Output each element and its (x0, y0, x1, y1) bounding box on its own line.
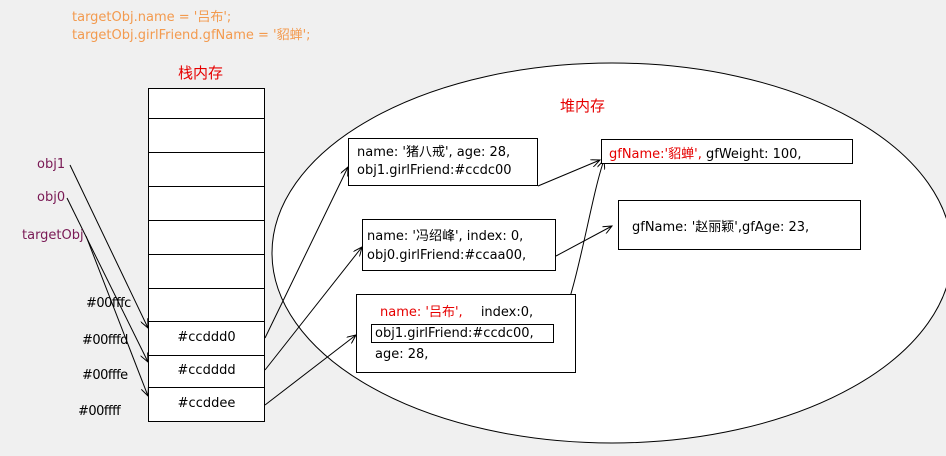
highlighted-gfname: gfName:'貂蝉', (609, 147, 702, 162)
arrow-zhubajie-gf (537, 160, 600, 187)
variable-targetobj: targetObj (22, 228, 84, 243)
arrow-ccddee (264, 335, 356, 406)
stack-cell-value: #ccddd0 (177, 330, 236, 345)
variable-obj0: obj0 (37, 190, 66, 205)
stack-cell-empty (149, 187, 264, 221)
stack-cell-value: #ccddee (177, 396, 236, 411)
stack-cell-empty (149, 289, 264, 322)
stack-cell-empty (149, 255, 264, 289)
girlfriend-ref-box: obj1.girlFriend:#ccdc00, (371, 324, 554, 343)
stack-cell-empty (149, 221, 264, 255)
code-line-2: targetObj.girlFriend.gfName = '貂蝉'; (72, 28, 311, 43)
address-00fffc: #00fffc (86, 296, 131, 311)
heap-object-fengshaofeng: name: '冯绍峰', index: 0, obj0.girlFriend:#… (362, 219, 556, 271)
object-line: name: '猪八戒', age: 28, (357, 145, 511, 160)
gf-weight-text: gfWeight: 100, (705, 147, 802, 162)
object-line: obj1.girlFriend:#ccdc00 (357, 163, 512, 178)
address-00fffe: #00fffe (82, 368, 128, 383)
stack-memory: #ccddd0 #ccdddd #ccddee (148, 88, 265, 422)
stack-cell-ccdddd: #ccdddd (149, 356, 264, 388)
stack-title: 栈内存 (178, 64, 224, 82)
stack-cell-value: #ccdddd (177, 363, 236, 378)
heap-title: 堆内存 (560, 97, 606, 115)
arrow-obj1 (69, 164, 148, 328)
code-line-1: targetObj.name = '吕布'; (72, 10, 232, 25)
object-line: name: '冯绍峰', index: 0, (367, 229, 524, 244)
address-00fffd: #00fffd (82, 333, 128, 348)
stack-cell-empty (149, 119, 264, 153)
variable-obj1: obj1 (37, 157, 66, 172)
highlighted-name: name: '吕布', (380, 305, 463, 320)
stack-cell-ccddee: #ccddee (149, 388, 264, 421)
heap-object-zhubajie: name: '猪八戒', age: 28, obj1.girlFriend:#c… (348, 138, 538, 186)
heap-gf-diaochan: gfName:'貂蝉', gfWeight: 100, (601, 139, 853, 164)
address-00ffff: #00ffff (78, 404, 121, 419)
stack-cell-empty (149, 89, 264, 119)
object-line-1: name: '吕布', index:0, (380, 301, 533, 320)
index-text: index:0, (480, 305, 534, 320)
arrow-obj0 (66, 197, 148, 362)
stack-cell-empty (149, 153, 264, 187)
arrow-ccdddd (264, 247, 362, 371)
heap-object-lvbu: name: '吕布', index:0, obj1.girlFriend:#cc… (356, 294, 576, 373)
stack-cell-ccddd0: #ccddd0 (149, 322, 264, 356)
object-line-3: age: 28, (375, 347, 429, 362)
object-line: obj0.girlFriend:#ccaa00, (367, 248, 527, 263)
arrow-targetobj (85, 235, 148, 396)
heap-gf-zhaoliying: gfName: '赵丽颖',gfAge: 23, (618, 200, 861, 250)
arrow-ccddd0 (264, 167, 348, 339)
